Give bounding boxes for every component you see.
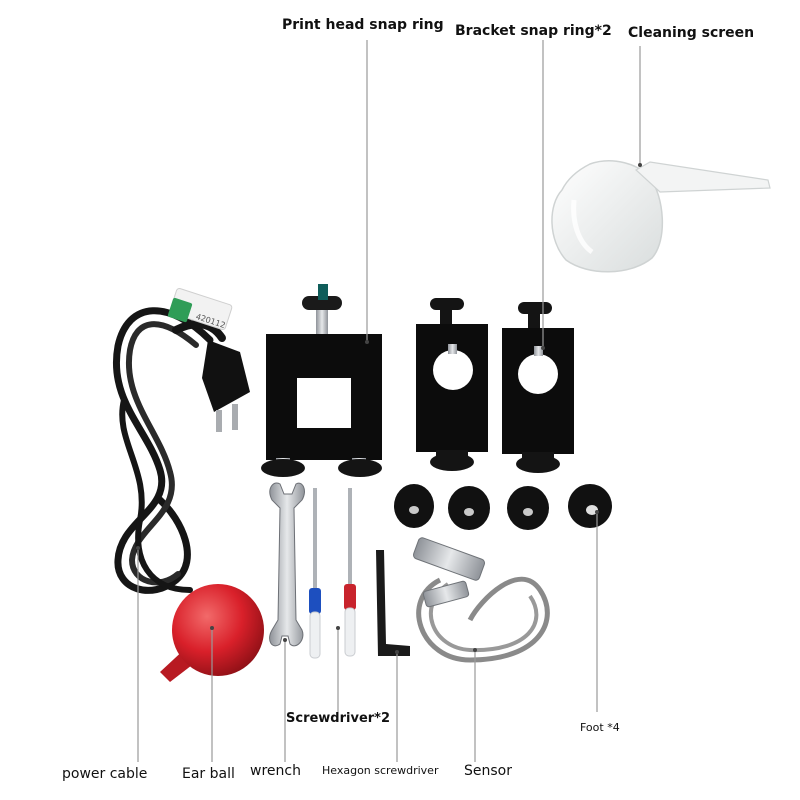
label-foot: Foot *4 bbox=[580, 721, 620, 734]
print-head-snap-ring bbox=[261, 284, 382, 477]
foot-2 bbox=[448, 486, 490, 530]
leader-dots bbox=[136, 163, 642, 654]
foot-4 bbox=[568, 484, 612, 528]
cleaning-bottle bbox=[551, 160, 771, 273]
foot-3 bbox=[507, 486, 549, 530]
label-print-head-snap-ring: Print head snap ring bbox=[282, 17, 444, 33]
label-power-cable: power cable bbox=[62, 766, 148, 782]
bracket-snap-ring-2 bbox=[502, 302, 574, 473]
power-cable bbox=[113, 307, 226, 594]
label-screwdriver: Screwdriver*2 bbox=[286, 711, 391, 726]
label-hexagon-screwdriver: Hexagon screwdriver bbox=[322, 764, 439, 777]
foot-set bbox=[394, 484, 612, 530]
label-cleaning-screen: Cleaning screen bbox=[628, 25, 755, 41]
hex-key bbox=[376, 550, 410, 656]
label-bracket-snap-ring: Bracket snap ring*2 bbox=[455, 23, 612, 39]
screwdriver-blue bbox=[309, 488, 321, 659]
sensor bbox=[412, 537, 550, 663]
foot-1 bbox=[394, 484, 434, 528]
wrench bbox=[269, 482, 305, 647]
leader-lines bbox=[137, 40, 641, 762]
power-plug: 420112 bbox=[167, 287, 250, 432]
label-sensor: Sensor bbox=[464, 763, 512, 779]
ear-ball bbox=[160, 584, 264, 682]
screwdriver-red bbox=[344, 488, 356, 657]
label-ear-ball: Ear ball bbox=[182, 766, 235, 782]
bracket-snap-ring-1 bbox=[416, 298, 488, 471]
label-wrench: wrench bbox=[250, 763, 301, 779]
